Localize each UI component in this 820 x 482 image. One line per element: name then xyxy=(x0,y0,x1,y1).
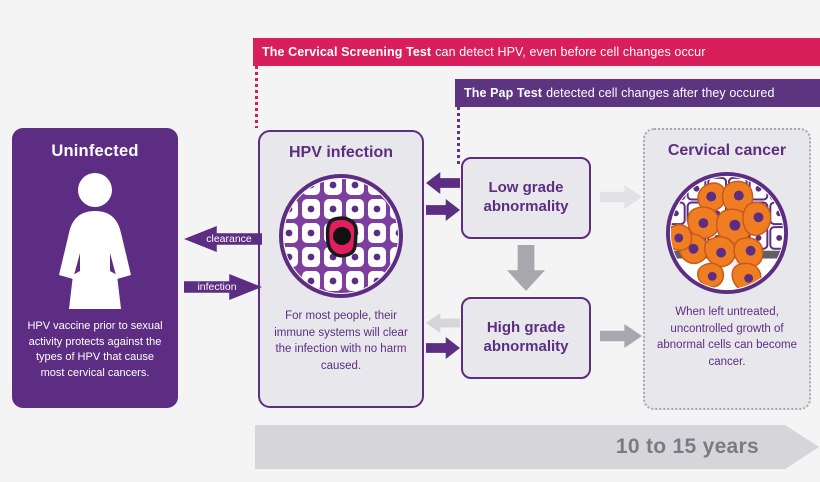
banner-pap-rest: detected cell changes after they occured xyxy=(546,86,775,100)
card-uninfected-title: Uninfected xyxy=(51,142,139,160)
arrow-hpv-to-high-grade xyxy=(426,337,460,359)
banner-pap-lead: The Pap Test xyxy=(464,86,543,100)
banner-pap-test: The Pap Test detected cell changes after… xyxy=(455,79,820,107)
timeline-bar: 10 to 15 years xyxy=(255,425,819,469)
arrow-clearance: clearance xyxy=(184,226,262,252)
arrow-low-grade-to-high-grade xyxy=(507,245,545,291)
cervical-cancer-cells-icon xyxy=(665,171,789,295)
arrow-clearance-label: clearance xyxy=(206,233,252,245)
arrow-high-grade-to-cancer xyxy=(600,324,642,348)
woman-figure-icon xyxy=(59,173,131,309)
card-hpv-body: For most people, their immune systems wi… xyxy=(274,310,408,373)
arrow-low-grade-to-cancer xyxy=(600,185,642,209)
dotted-connector-pap xyxy=(457,107,460,164)
timeline-label: 10 to 15 years xyxy=(615,435,759,458)
box-low-grade-abnormality: Low grade abnormality xyxy=(461,157,591,239)
card-cancer-body: When left untreated, uncontrolled growth… xyxy=(657,306,797,369)
card-uninfected-body: HPV vaccine prior to sexual activity pro… xyxy=(27,320,163,379)
arrow-infection-label: infection xyxy=(197,281,237,293)
arrow-high-grade-to-hpv xyxy=(426,313,460,333)
card-hpv-infection: HPV infection xyxy=(258,130,424,408)
hpv-infected-cells-icon xyxy=(279,174,403,298)
arrow-hpv-to-low-grade xyxy=(426,199,460,221)
card-uninfected: Uninfected HPV vaccine prior to sexual a… xyxy=(12,128,178,408)
banner-cervical-screening-test: The Cervical Screening Test can detect H… xyxy=(253,38,820,66)
banner-screening-rest: can detect HPV, even before cell changes… xyxy=(435,45,706,59)
box-high-grade-abnormality: High grade abnormality xyxy=(461,297,591,379)
card-hpv-title: HPV infection xyxy=(288,144,393,161)
dotted-connector-screening xyxy=(255,66,258,128)
arrow-low-grade-to-hpv xyxy=(426,172,460,194)
card-cervical-cancer: Cervical cancer xyxy=(643,128,811,410)
arrow-infection: infection xyxy=(184,274,262,300)
banner-screening-lead: The Cervical Screening Test xyxy=(262,45,432,59)
card-cancer-title: Cervical cancer xyxy=(667,142,787,159)
